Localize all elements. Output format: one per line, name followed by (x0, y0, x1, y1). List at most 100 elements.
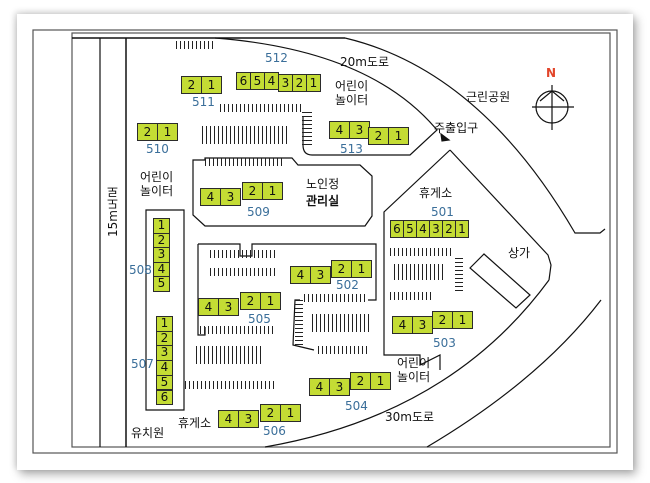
entrance-arrow-icon (440, 132, 451, 142)
parking-stall: 2 (181, 76, 202, 94)
label-line: 어린이 (335, 79, 369, 93)
parking-stripes (455, 258, 463, 292)
parking-stall: 3 (412, 316, 433, 334)
parking-stripes (210, 268, 275, 276)
compass-north-label: N (546, 66, 557, 80)
block-number: 505 (248, 312, 271, 326)
management-office-label: 관리실 (306, 194, 340, 208)
parking-stall: 4 (416, 220, 430, 238)
parking-stripes (176, 41, 216, 49)
parking-stall: 4 (329, 121, 350, 139)
parking-stall: 6 (390, 220, 404, 238)
block-number: 506 (263, 424, 286, 438)
block-number: 501 (431, 205, 454, 219)
parking-stall: 4 (198, 298, 219, 316)
parking-stall: 1 (260, 292, 281, 310)
parking-stall: 4 (309, 378, 330, 396)
parking-stripes (304, 294, 368, 302)
shops-label: 상가 (508, 246, 531, 260)
parking-stripes (394, 264, 444, 280)
parking-stall: 3 (349, 121, 370, 139)
parking-stripes (312, 314, 372, 332)
senior-center-label: 노인정 (306, 177, 340, 191)
parking-stall: 2 (350, 372, 371, 390)
parking-stripes (202, 126, 288, 144)
block-number: 509 (247, 205, 270, 219)
label-line: 놀이터 (397, 370, 431, 384)
parking-stall: 3 (218, 298, 239, 316)
parking-stall: 5 (156, 374, 173, 391)
parking-stall: 3 (220, 188, 241, 206)
parking-stall: 6 (236, 72, 251, 90)
parking-stripes (318, 346, 368, 354)
parking-stall: 1 (455, 220, 469, 238)
rest-area-bottom-label: 휴게소 (178, 416, 212, 430)
parking-stall: 5 (153, 276, 170, 292)
block-number: 508 (129, 263, 152, 277)
outer-border (32, 29, 618, 454)
road-20m-outer-edge (344, 37, 606, 234)
parking-stall: 1 (262, 182, 283, 200)
main-entrance-label: 주출입구 (434, 121, 479, 135)
parking-stripes (302, 112, 312, 146)
parking-stripes (295, 300, 303, 348)
parking-stripes (185, 381, 275, 389)
parking-stripes (196, 346, 262, 364)
shops-building (469, 253, 531, 309)
road-15m-label: 15m도로 (106, 186, 120, 237)
parking-stall: 1 (388, 127, 409, 145)
block-503-outline (383, 248, 441, 370)
parking-stall: 2 (156, 330, 173, 347)
parking-stall: 2 (153, 232, 170, 249)
parking-stall: 3 (329, 378, 350, 396)
parking-stall: 3 (429, 220, 443, 238)
parking-stall: 4 (200, 188, 221, 206)
parking-stripes (210, 250, 275, 258)
parking-stall: 2 (432, 311, 453, 329)
block-number: 503 (433, 336, 456, 350)
block-number: 502 (336, 278, 359, 292)
parking-stall: 1 (306, 74, 321, 92)
parking-stall: 4 (290, 266, 311, 284)
parking-stall: 2 (292, 74, 307, 92)
parking-stall: 1 (351, 260, 372, 278)
kindergarten-label: 유치원 (131, 426, 165, 440)
parking-stall: 6 (156, 389, 173, 406)
park-label: 근린공원 (466, 90, 511, 104)
parking-stall: 2 (368, 127, 389, 145)
parking-stall: 2 (240, 292, 261, 310)
road-30m-label: 30m도로 (385, 410, 435, 424)
shops-edge (449, 149, 552, 281)
parking-stall: 1 (280, 404, 301, 422)
parking-stall: 2 (137, 123, 158, 141)
inner-border (71, 32, 611, 448)
parking-stall: 3 (310, 266, 331, 284)
parking-stall: 3 (156, 345, 173, 362)
parking-stripes (390, 292, 434, 300)
parking-stall: 2 (442, 220, 456, 238)
block-508-507-outline (145, 209, 185, 411)
parking-stripes (200, 326, 274, 334)
parking-stall: 2 (331, 260, 352, 278)
road-20m-label: 20m도로 (340, 55, 390, 69)
block-number: 513 (340, 142, 363, 156)
parking-stall: 1 (157, 123, 178, 141)
block-number: 510 (146, 142, 169, 156)
parking-stall: 3 (238, 410, 259, 428)
rest-area-right-label: 휴게소 (419, 186, 453, 200)
road-30m-inner-edge (264, 279, 550, 448)
label-line: 놀이터 (335, 93, 369, 107)
parking-stall: 1 (201, 76, 222, 94)
parking-stall: 3 (153, 247, 170, 263)
road-20m-inner-edge (214, 37, 438, 156)
parking-stall: 1 (370, 372, 391, 390)
label-line: 어린이 (397, 356, 431, 370)
parking-stripes (205, 158, 285, 166)
road-30m-outer-edge (426, 299, 602, 448)
parking-stripes (220, 104, 302, 112)
parking-stall: 4 (264, 72, 279, 90)
